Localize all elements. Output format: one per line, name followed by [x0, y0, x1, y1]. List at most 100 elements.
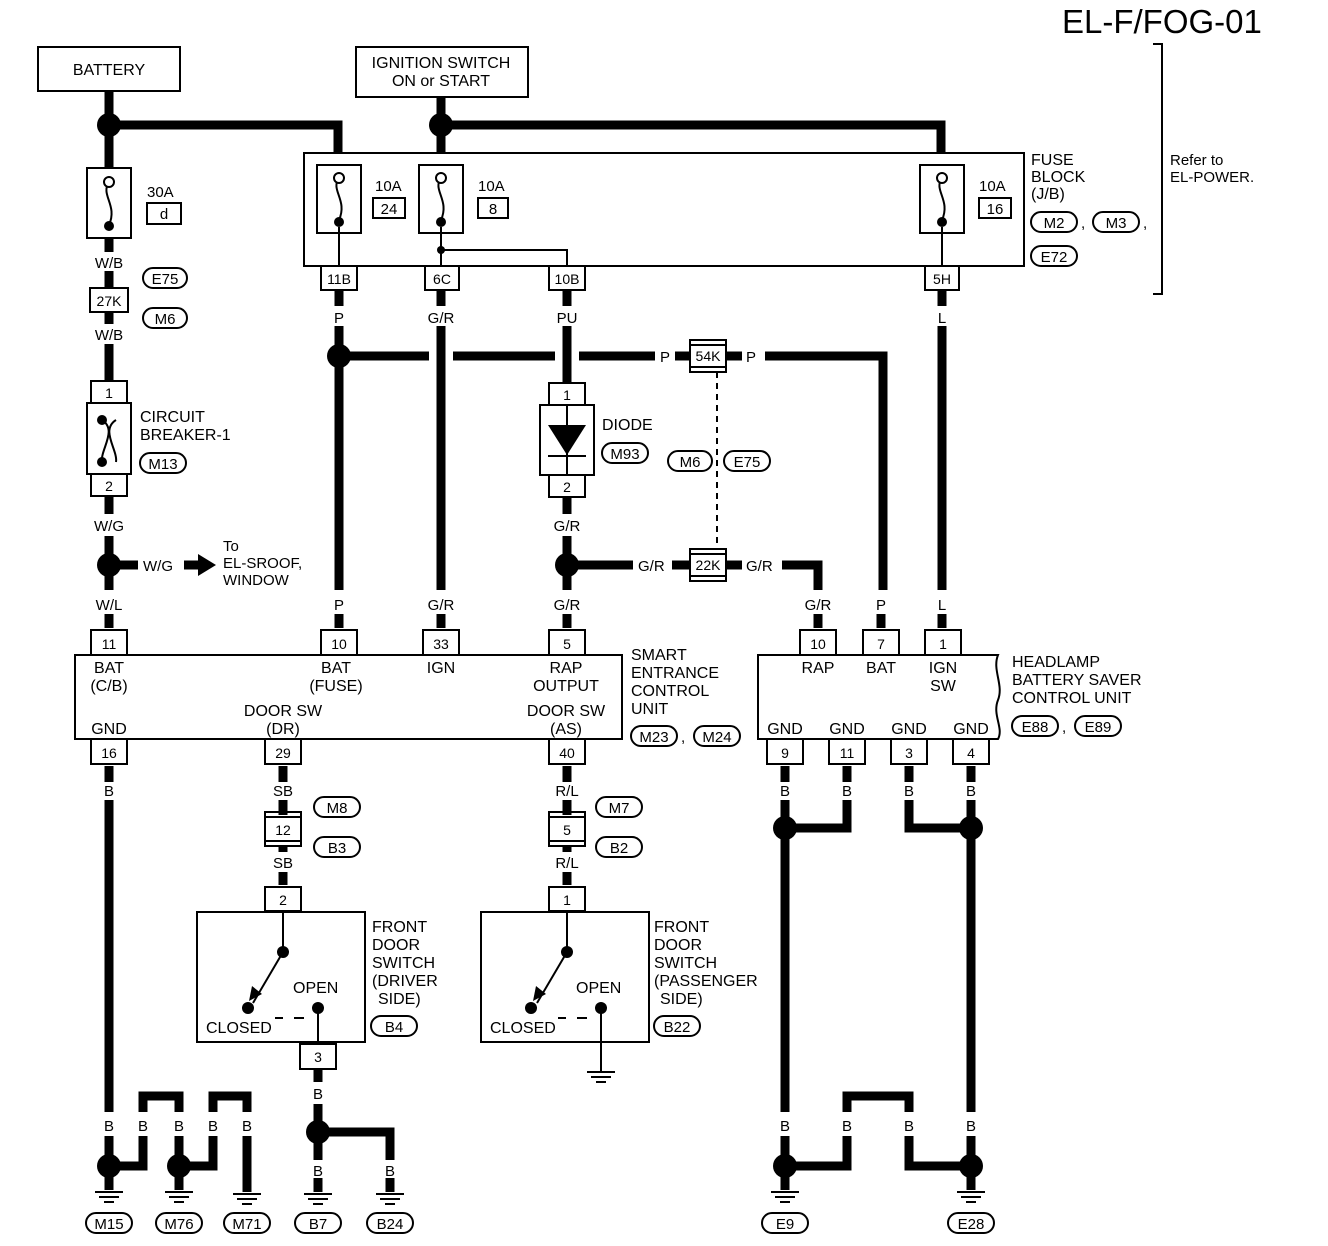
passenger-label-2: DOOR [654, 937, 702, 954]
main-fuse-number: d [160, 206, 168, 223]
smart-door-as-sub: (AS) [550, 721, 582, 738]
ground-e28: E28 [958, 1216, 985, 1233]
ignition-label-2: ON or START [392, 73, 490, 90]
wire-wg-label-2: W/G [143, 558, 173, 575]
fuse-24-number: 24 [381, 201, 398, 218]
conn-m3: M3 [1106, 215, 1127, 232]
connector-5-pin: 5 [563, 822, 571, 838]
gnd-splice-e9 [773, 1154, 797, 1178]
smart-bat-fuse-sub: (FUSE) [309, 678, 362, 695]
smart-pin-11: 11 [102, 636, 117, 652]
hl-pin-1: 1 [939, 636, 947, 652]
ignition-label-1: IGNITION SWITCH [372, 55, 511, 72]
refer-bracket [1153, 43, 1163, 295]
wire-gr-label-diode: G/R [554, 518, 581, 535]
joint-27k-label: 27K [97, 293, 123, 309]
joint-54k [689, 339, 727, 373]
joint-54k-label: 54K [696, 348, 722, 364]
wire-b-hl-3: B [904, 783, 914, 800]
battery-splice [97, 113, 121, 137]
unit-feed-stubs [334, 614, 947, 628]
ground-m15: M15 [94, 1216, 123, 1233]
p-splice [327, 344, 351, 368]
wire-wb-label-1: W/B [95, 255, 123, 272]
hl-gnd-4: GND [953, 721, 989, 738]
conn-comma-4: , [1062, 719, 1066, 736]
ground-m71: M71 [232, 1216, 261, 1233]
wire-sb-label-2: SB [273, 855, 293, 872]
smart-pin-16: 16 [101, 745, 117, 761]
connector-5 [548, 811, 586, 847]
wire-b-bot-2: B [138, 1118, 148, 1135]
gnd-splice-m76 [167, 1154, 191, 1178]
hl-label-3: CONTROL UNIT [1012, 690, 1132, 707]
diode-pin-1: 1 [563, 387, 571, 403]
hl-gnd-3: GND [891, 721, 927, 738]
wire-pu-label: PU [557, 310, 578, 327]
passenger-open-label: OPEN [576, 980, 621, 997]
wire-b-driver-label: B [313, 1086, 323, 1103]
fuse-24-rating: 10A [375, 178, 402, 195]
wire-b-bot-5: B [242, 1118, 252, 1135]
hl-ign: IGN [929, 660, 957, 677]
wire-p-label-mid: P [660, 349, 670, 366]
hl-bat: BAT [866, 660, 896, 677]
smart-bat-cb-sub: (C/B) [90, 678, 127, 695]
wire-rl-label-1: R/L [555, 783, 578, 800]
conn-comma-1: , [1081, 215, 1085, 232]
wire-b-smart: B [104, 783, 114, 800]
wire-b-bot-1: B [104, 1118, 114, 1135]
wire-b-hl-11: B [842, 783, 852, 800]
terminal-6c: 6C [433, 271, 451, 287]
smart-pin-5: 5 [563, 636, 571, 652]
driver-label-5: SIDE) [378, 991, 421, 1008]
terminal-11b: 11B [327, 271, 351, 287]
wire-b-bot-6: B [313, 1163, 323, 1180]
driver-open-label: OPEN [293, 980, 338, 997]
wire-sb-label-1: SB [273, 783, 293, 800]
conn-m2: M2 [1044, 215, 1065, 232]
smart-rap-sub: OUTPUT [533, 678, 599, 695]
wire-b-bot-7: B [385, 1163, 395, 1180]
driver-closed-label: CLOSED [206, 1020, 272, 1037]
ignition-switch-box: IGNITION SWITCH ON or START [355, 46, 529, 98]
wire-b-hl-4: B [966, 783, 976, 800]
joint-22k-label: 22K [696, 557, 722, 573]
driver-label-4: (DRIVER [372, 973, 438, 990]
to-label-1: To [223, 538, 239, 555]
wire-b-bot-8: B [780, 1118, 790, 1135]
wire-gr-to-headlamp [782, 560, 823, 590]
fuse-16-rating: 10A [979, 178, 1006, 195]
fuse-8-number: 8 [489, 201, 497, 218]
conn-m23: M23 [639, 729, 668, 746]
ground-symbol-icons [95, 1191, 985, 1205]
hl-gnd-11: GND [829, 721, 865, 738]
conn-comma-2: , [1143, 215, 1147, 232]
battery-label: BATTERY [73, 62, 146, 79]
smart-bat-fuse: BAT [321, 660, 351, 677]
conn-m93: M93 [610, 446, 639, 463]
conn-m24: M24 [702, 729, 731, 746]
smart-entrance-unit [74, 629, 623, 765]
conn-comma-3: , [681, 729, 685, 746]
main-fuse-rating: 30A [147, 184, 174, 201]
hl-splice-left [773, 816, 797, 840]
cb-pin-2: 2 [105, 478, 113, 494]
terminal-10b: 10B [555, 271, 580, 287]
hl-pin-7: 7 [877, 636, 885, 652]
wire-p-label-top: P [334, 310, 344, 327]
hl-ign-sub: SW [930, 678, 957, 695]
gnd-splice-m15 [97, 1154, 121, 1178]
diagram-title: EL-F/FOG-01 [1062, 3, 1262, 40]
wire-l-label-top: L [938, 310, 946, 327]
wire-p-label-hl: P [876, 597, 886, 614]
ground-e9: E9 [776, 1216, 794, 1233]
conn-b4: B4 [385, 1019, 403, 1036]
wire-wg-label: W/G [94, 518, 124, 535]
hl-label-1: HEADLAMP [1012, 654, 1100, 671]
wire-l-label-hl: L [938, 597, 946, 614]
fuse-block-label-1: FUSE [1031, 152, 1074, 169]
hl-splice-right [959, 816, 983, 840]
fuse-block-label-3: (J/B) [1031, 186, 1065, 203]
